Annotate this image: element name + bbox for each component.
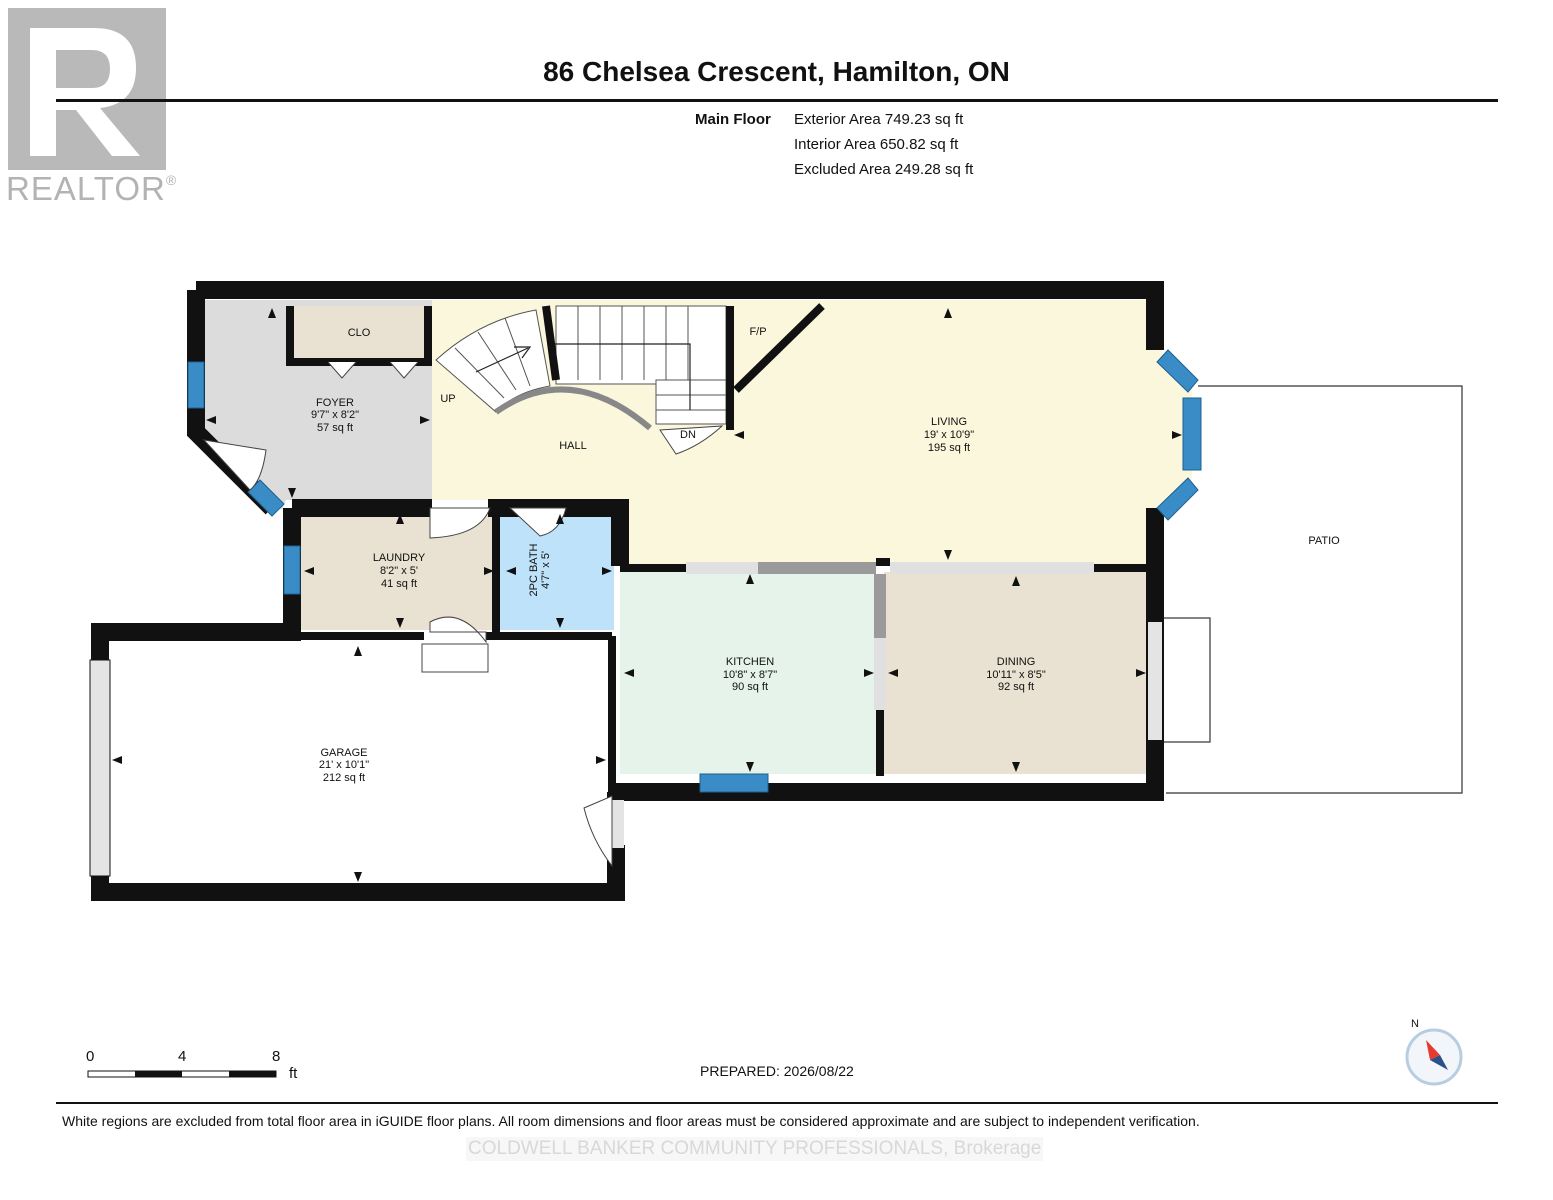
label-laundry: LAUNDRY	[373, 552, 426, 564]
dining-opening	[890, 562, 1094, 574]
label-up: UP	[440, 393, 455, 405]
realtor-wordmark: REALTOR®	[6, 170, 178, 207]
kitchen-opening	[686, 562, 758, 574]
area-laundry: 41 sq ft	[381, 578, 417, 590]
dims-bath: 4'7" x 5'	[540, 551, 552, 589]
excluded-area: Excluded Area 249.28 sq ft	[794, 161, 974, 178]
disclaimer-text: White regions are excluded from total fl…	[62, 1113, 1200, 1129]
dining-area	[884, 572, 1148, 774]
label-patio: PATIO	[1308, 535, 1340, 547]
area-dining: 92 sq ft	[998, 681, 1034, 693]
label-foyer: FOYER	[316, 397, 354, 409]
page-title: 86 Chelsea Crescent, Hamilton, ON	[543, 56, 1010, 87]
closet-area	[290, 306, 424, 358]
prepared-date: PREPARED: 2026/08/22	[700, 1063, 854, 1079]
exterior-area: Exterior Area 749.23 sq ft	[794, 111, 964, 128]
floor-name: Main Floor	[695, 111, 771, 128]
kitchen-dining-wall	[874, 574, 886, 638]
realtor-r-mark-icon	[8, 8, 166, 170]
patio-door	[1148, 622, 1162, 740]
windows	[187, 349, 1202, 793]
scale-tick-4: 4	[178, 1048, 187, 1065]
label-bath: 2PC BATH	[528, 543, 540, 596]
area-kitchen: 90 sq ft	[732, 681, 768, 693]
compass-north-label: N	[1411, 1018, 1419, 1030]
dimension-arrows	[112, 308, 1182, 882]
brokerage-watermark: COLDWELL BANKER COMMUNITY PROFESSIONALS,…	[466, 1137, 1044, 1161]
label-kitchen: KITCHEN	[726, 656, 774, 668]
bath-area	[500, 508, 614, 630]
area-foyer: 57 sq ft	[317, 422, 353, 434]
label-hall: HALL	[559, 440, 587, 452]
label-clo: CLO	[348, 327, 371, 339]
patio-outline	[1166, 385, 1463, 794]
door-swings	[202, 361, 724, 868]
label-living: LIVING	[931, 416, 967, 428]
kitchen-dining-pass	[758, 562, 876, 574]
dims-foyer: 9'7" x 8'2"	[311, 409, 359, 421]
scale-tick-8: 8	[272, 1048, 281, 1065]
patio-step	[1157, 617, 1211, 743]
realtor-logo: REALTOR®	[6, 6, 181, 211]
area-garage: 212 sq ft	[323, 772, 365, 784]
kitchen-dining-open	[874, 638, 886, 710]
scale-bar	[87, 1070, 277, 1078]
label-dn: DN	[680, 429, 696, 441]
label-garage: GARAGE	[320, 747, 367, 759]
interior-area: Interior Area 650.82 sq ft	[794, 136, 959, 153]
staircase	[435, 305, 727, 431]
area-living: 195 sq ft	[928, 442, 970, 454]
garage-door	[89, 659, 111, 877]
scale-tick-0: 0	[86, 1048, 95, 1065]
dims-garage: 21' x 10'1"	[319, 759, 369, 771]
scale-unit: ft	[289, 1065, 298, 1082]
label-fp: F/P	[749, 326, 766, 338]
title-divider	[56, 99, 1498, 102]
dims-kitchen: 10'8" x 8'7"	[723, 669, 777, 681]
compass-icon	[1405, 1028, 1463, 1086]
kitchen-area	[620, 572, 876, 774]
label-dining: DINING	[997, 656, 1036, 668]
dims-dining: 10'11" x 8'5"	[986, 669, 1046, 681]
interior-walls	[286, 303, 1160, 792]
dims-laundry: 8'2" x 5'	[380, 565, 418, 577]
dims-living: 19' x 10'9"	[924, 429, 974, 441]
footer-divider	[56, 1102, 1498, 1104]
